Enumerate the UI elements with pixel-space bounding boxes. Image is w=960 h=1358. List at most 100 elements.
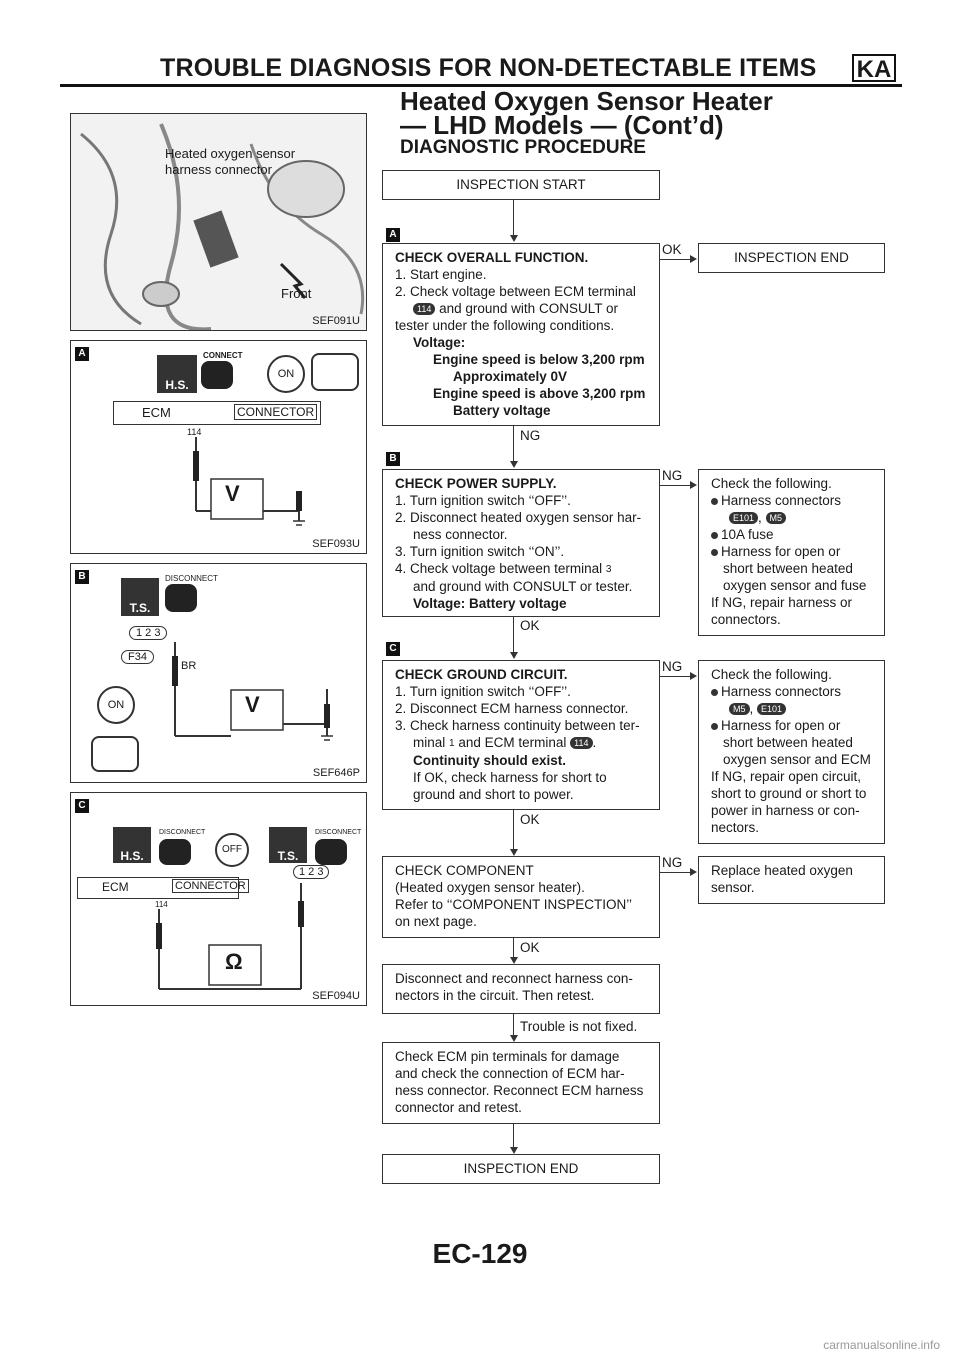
step-a-line1: 1. Start engine.	[395, 267, 487, 282]
connector-line	[513, 617, 515, 653]
engine-icon	[91, 736, 139, 772]
step-tag-b: B	[386, 452, 400, 466]
arrow-right	[690, 672, 697, 680]
pin-label: 114	[187, 427, 202, 437]
step-f-line2: and check the connection of ECM har-	[395, 1066, 625, 1081]
step-c-line2: 2. Disconnect ECM harness connector.	[395, 701, 629, 716]
disconnect-status-2: DISCONNECT	[315, 829, 362, 836]
connector-line	[660, 872, 690, 874]
hs-icon: H.S.	[157, 355, 197, 393]
disconnect-status-1: DISCONNECT	[159, 829, 206, 836]
ignition-key-icon: ON	[267, 355, 305, 393]
arrow-down	[510, 235, 518, 242]
figure-tag-b: B	[75, 570, 89, 584]
figure-id: SEF091U	[312, 315, 360, 327]
terminal-3: 3	[605, 563, 612, 575]
step-c-line4b: and ECM terminal	[458, 735, 567, 750]
flow-step-d-ng-result: Replace heated oxygen sensor.	[698, 856, 885, 904]
engine-badge: KA	[852, 54, 896, 83]
connector-line	[513, 200, 515, 236]
connect-status: CONNECT	[203, 351, 243, 360]
ecm-connector-box: ECM CONNECTOR	[113, 401, 321, 425]
figure-label-heated-sensor: Heated oxygen sensor	[165, 146, 296, 161]
connector-line	[660, 485, 690, 487]
step-f-line4: connector and retest.	[395, 1100, 522, 1115]
step-b-line7: Voltage: Battery voltage	[413, 595, 567, 611]
step-c-line1: 1. Turn ignition switch ‘‘OFF’’.	[395, 684, 571, 699]
step-b-line1: 1. Turn ignition switch ‘‘OFF’’.	[395, 493, 571, 508]
figure-step-b: B T.S. DISCONNECT 1 2 3 F34 BR ON V SEF6…	[70, 563, 367, 783]
ignition-key-icon: ON	[97, 686, 135, 724]
continuity-probe-wiring	[156, 883, 304, 990]
connector-line	[513, 426, 515, 462]
connector-m5: M5	[729, 703, 750, 716]
connector-f34: F34	[121, 650, 154, 664]
figure-tag-a: A	[75, 347, 89, 361]
step-b-ng-label: NG	[662, 468, 683, 483]
step-d-ok-label: OK	[520, 940, 540, 955]
arrow-down	[510, 957, 518, 964]
step-c-line5: Continuity should exist.	[413, 752, 567, 768]
figure-id: SEF094U	[312, 990, 360, 1002]
step-d-line3: Refer to ‘‘COMPONENT INSPECTION’’	[395, 897, 633, 912]
step-c-ng-label: NG	[662, 659, 683, 674]
arrow-right	[690, 255, 697, 263]
step-c-ng-title: Check the following.	[711, 667, 832, 682]
connector-icon	[201, 361, 233, 389]
ecm-label: ECM	[102, 880, 129, 894]
step-c-line4a: minal	[413, 735, 446, 750]
step-b-ng-b3c: oxygen sensor and fuse	[723, 578, 867, 593]
flow-inspection-start: INSPECTION START	[382, 170, 660, 200]
step-e-result-label: Trouble is not fixed.	[520, 1019, 638, 1034]
connector-line	[660, 259, 690, 261]
voltmeter-icon: V	[245, 692, 260, 717]
step-b-ng-title: Check the following.	[711, 476, 832, 491]
step-c-line7: ground and short to power.	[413, 786, 574, 802]
flow-step-b: CHECK POWER SUPPLY. 1. Turn ignition swi…	[382, 469, 660, 617]
step-a-ok-label: OK	[662, 242, 682, 257]
connector-line	[513, 938, 515, 958]
step-c-ng-end1: If NG, repair open circuit,	[711, 769, 862, 784]
voltmeter-icon: V	[225, 481, 240, 506]
terminal-1: 1	[449, 737, 455, 749]
step-a-line9: Battery voltage	[453, 403, 551, 418]
step-a-line7: Approximately 0V	[453, 369, 568, 384]
connector-e101: E101	[757, 703, 787, 716]
step-c-ng-end3: power in harness or con-	[711, 803, 860, 818]
procedure-title: DIAGNOSTIC PROCEDURE	[400, 137, 646, 158]
disconnect-status: DISCONNECT	[165, 574, 218, 583]
hs-icon: H.S.	[113, 827, 151, 863]
arrow-right	[690, 868, 697, 876]
engine-icon	[311, 353, 359, 391]
step-d-line4: on next page.	[395, 914, 477, 929]
step-b-line3: ness connector.	[413, 527, 508, 542]
connector-line	[513, 1124, 515, 1148]
header-title: TROUBLE DIAGNOSIS FOR NON-DETECTABLE ITE…	[160, 54, 817, 82]
watermark: carmanualsonline.info	[823, 1338, 940, 1352]
connector-icon-1	[159, 839, 191, 865]
ts-icon: T.S.	[269, 827, 307, 863]
pin-numbers: 1 2 3	[129, 626, 168, 640]
connector-e101: E101	[729, 512, 759, 525]
arrow-down	[510, 1147, 518, 1154]
step-c-ng-end4: nectors.	[711, 820, 760, 835]
pin-numbers: 1 2 3	[293, 865, 330, 879]
step-b-line6: and ground with CONSULT or tester.	[413, 578, 633, 594]
step-tag-a: A	[386, 228, 400, 242]
step-b-title: CHECK POWER SUPPLY.	[395, 476, 557, 491]
arrow-down	[510, 1035, 518, 1042]
figure-tag-c: C	[75, 799, 89, 813]
step-b-ng-b2: 10A fuse	[721, 527, 774, 542]
ts-icon: T.S.	[121, 578, 159, 616]
bullet-icon	[711, 688, 718, 696]
pin-label: 114	[155, 900, 168, 909]
figure-step-a: A H.S. CONNECT ON ECM CONNECTOR 114 V SE…	[70, 340, 367, 554]
flow-inspection-end-ok: INSPECTION END	[698, 243, 885, 273]
terminal-114: 114	[570, 737, 593, 750]
step-c-ng-b2: Harness for open or	[721, 718, 841, 733]
step-f-line3: ness connector. Reconnect ECM harness	[395, 1083, 644, 1098]
bullet-icon	[711, 548, 718, 556]
page-number: EC-129	[432, 1238, 528, 1269]
flow-step-f: Check ECM pin terminals for damage and c…	[382, 1042, 660, 1124]
connector-m5: M5	[765, 512, 787, 525]
